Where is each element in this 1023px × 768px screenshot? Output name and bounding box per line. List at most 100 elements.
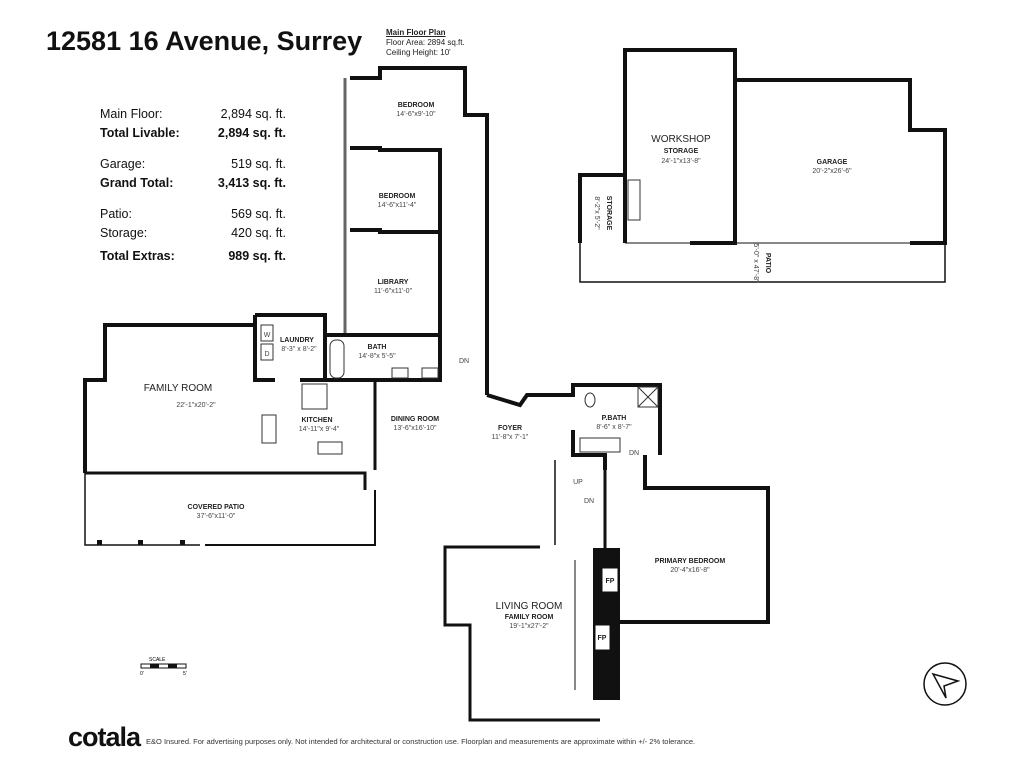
wall: [578, 173, 625, 243]
wall: [571, 430, 607, 470]
room-dim: 19'-1"x27'-2": [509, 623, 549, 630]
floor-area: Floor Area: 2894 sq.ft.: [386, 38, 465, 47]
area-row: Garage:519 sq. ft.: [100, 154, 286, 173]
dryer-icon: [260, 343, 274, 361]
room-name: DINING ROOM: [391, 416, 439, 423]
floor-info: Main Floor Plan Floor Area: 2894 sq.ft. …: [386, 28, 465, 58]
room-dim: 8'-6" x 8'-7": [596, 424, 632, 431]
workbench-icon: [627, 179, 641, 221]
room-dim: 5'-0" x 47'-8": [752, 243, 759, 283]
area-row: Grand Total:3,413 sq. ft.: [100, 173, 286, 192]
fireplaces: FP FP: [593, 548, 620, 700]
area-label: Storage:: [100, 225, 148, 240]
area-label: Total Extras:: [100, 248, 175, 263]
scale-zero: 0': [140, 671, 144, 677]
room-dim: 11'-8"x 7'-1": [492, 434, 529, 441]
area-label: Garage:: [100, 156, 146, 171]
room-dim: 11'-6"x11'-0": [374, 288, 413, 295]
room-name: BEDROOM: [398, 102, 435, 109]
area-row: Patio:569 sq. ft.: [100, 204, 286, 223]
room-dim: 14'-11"x 9'-4": [299, 426, 340, 433]
floor-heading: Main Floor Plan: [386, 28, 446, 37]
room-labels: BEDROOM 14'-6"x9'-10" BEDROOM 14'-6"x11'…: [144, 102, 852, 630]
room-name: WORKSHOP: [651, 134, 711, 145]
patio-edge: [84, 473, 200, 546]
scale-segment: [150, 664, 159, 668]
area-row: Total Livable: 2,894 sq. ft.: [100, 123, 286, 142]
room-name: LIVING ROOM: [496, 601, 563, 612]
room-name: FOYER: [498, 425, 522, 432]
dn-label: DN: [584, 498, 594, 505]
room-name: LAUNDRY: [280, 337, 314, 344]
footer: cotala E&O Insured. For advertising purp…: [68, 722, 695, 752]
room-dim: 14'-6"x9'-10": [396, 111, 436, 118]
area-row: Storage: 420 sq. ft.: [100, 223, 286, 242]
patio-edge: [579, 243, 946, 283]
room-name: BEDROOM: [379, 193, 416, 200]
room-dim: 8'-2"x 5'-2": [593, 196, 600, 230]
ceiling-height: Ceiling Height: 10': [386, 48, 451, 57]
room-name: GARAGE: [817, 159, 848, 166]
room-name: KITCHEN: [301, 417, 332, 424]
area-row: Main Floor:2,894 sq. ft.: [100, 104, 286, 123]
wall: [486, 383, 662, 455]
wall: [443, 545, 600, 722]
wall: [83, 323, 255, 473]
post: [180, 540, 185, 545]
room-dim: 14'-6"x11'-4": [378, 202, 417, 209]
area-summary: Main Floor:2,894 sq. ft. Total Livable: 2…: [100, 104, 286, 265]
room-dim: 37'-6"x11'-0": [197, 513, 236, 520]
room-dim: 24'-1"x13'-8": [661, 158, 701, 165]
room-name: PRIMARY BEDROOM: [655, 558, 726, 565]
room-dim: 20'-2"x26'-6": [812, 168, 852, 175]
area-label: Total Livable:: [100, 125, 180, 140]
room-dim: 22'-1"x20'-2": [176, 402, 216, 409]
area-label: Main Floor:: [100, 106, 163, 121]
shower-icon-line: [637, 386, 659, 408]
page-title: 12581 16 Avenue, Surrey: [46, 26, 363, 56]
room-name: BATH: [368, 344, 387, 351]
dn-label: DN: [629, 450, 639, 457]
vanity-icon: [579, 437, 621, 453]
post: [138, 540, 143, 545]
up-label: UP: [573, 479, 583, 486]
wall: [253, 315, 275, 382]
room-name: LIBRARY: [378, 279, 409, 286]
stove-icon: [301, 383, 328, 410]
wall: [300, 333, 442, 382]
walls: [83, 48, 947, 722]
cooktop-icon: [261, 414, 277, 444]
toilet-icon: [584, 392, 596, 408]
area-row: Total Extras: 989 sq. ft.: [100, 246, 286, 265]
kitchen-sink-icon: [317, 441, 343, 455]
room-dim: 20'-4"x16'-8": [670, 567, 710, 574]
scale-label: SCALE: [149, 657, 166, 663]
washer-label: W: [264, 332, 271, 339]
fireplace-icon: [594, 624, 611, 651]
area-value: 420 sq. ft.: [231, 225, 286, 240]
dryer-label: D: [264, 351, 269, 358]
room-name: COVERED PATIO: [188, 504, 245, 511]
fp-label: FP: [606, 578, 615, 585]
room-sub: STORAGE: [664, 148, 699, 155]
area-value: 2,894 sq. ft.: [217, 125, 286, 140]
wall: [623, 48, 737, 245]
wall: [620, 455, 770, 624]
scale-bar: SCALE 0' 5': [140, 657, 187, 677]
wall: [350, 66, 489, 395]
room-dim: 8'-3" x 8'-2": [281, 346, 317, 353]
fixtures: W D: [260, 179, 659, 455]
scale-five: 5': [183, 671, 187, 677]
sink-icon: [421, 367, 439, 379]
area-value: 989 sq. ft.: [228, 248, 286, 263]
cotala-logo: cotala: [68, 722, 141, 752]
wall: [85, 471, 367, 490]
room-dim: 13'-6"x16'-10": [393, 425, 437, 432]
area-value: 3,413 sq. ft.: [217, 175, 286, 190]
post: [97, 540, 102, 545]
room-name: STORAGE: [605, 196, 612, 231]
columns: [97, 540, 185, 545]
fireplace-icon: [601, 567, 619, 593]
wall: [350, 228, 442, 335]
